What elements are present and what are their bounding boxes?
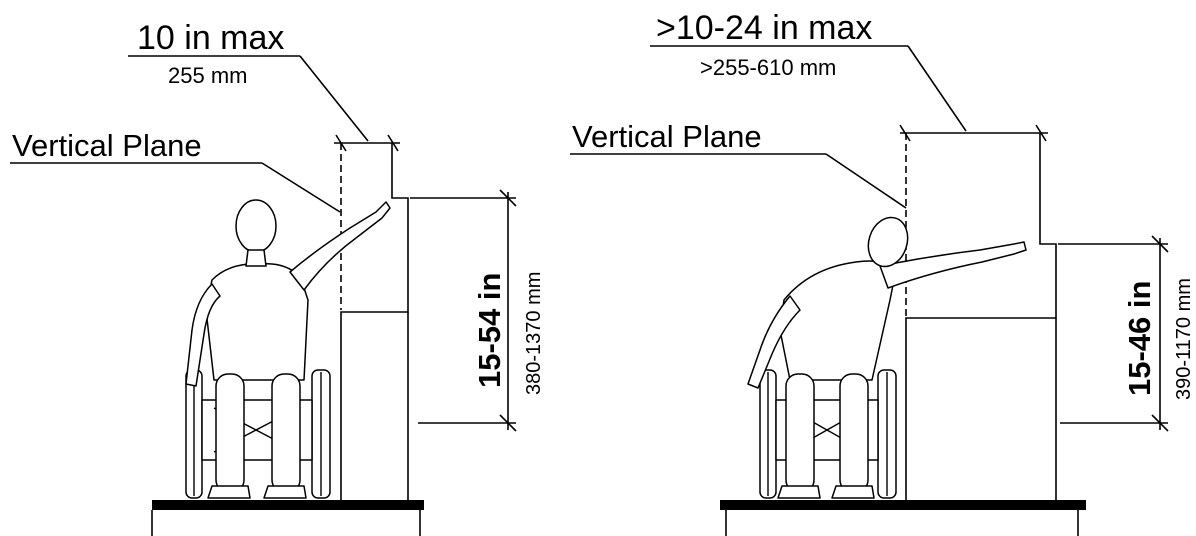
left-reach-max-mm-label: 255 mm <box>168 63 247 88</box>
right-height-range-mm-label: 390-1170 mm <box>1173 278 1195 400</box>
right-floor <box>720 500 1086 510</box>
left-height-range-label: 15-54 in <box>472 273 507 388</box>
left-diagram: 10 in max 255 mm Vertical Plane 15-54 in… <box>10 19 545 536</box>
right-obstruction-outline <box>905 133 1057 500</box>
right-vertical-plane-label: Vertical Plane <box>572 119 762 154</box>
right-reach-tick-left <box>899 124 911 142</box>
right-leg-near <box>785 373 815 493</box>
left-lowered-arm <box>185 283 221 387</box>
left-height-range-mm-label: 380-1370 mm <box>523 272 545 395</box>
left-leg-far <box>271 373 301 493</box>
right-head <box>867 216 909 268</box>
right-diagram: >10-24 in max >255-610 mm Vertical Plane… <box>570 9 1195 536</box>
right-wheelchair-user-figure <box>747 216 1027 499</box>
right-reach-leader-line <box>907 45 967 132</box>
left-reach-tick-right <box>387 134 399 152</box>
right-torso <box>779 260 897 381</box>
left-floor <box>152 500 424 510</box>
left-wheelchair-user-figure <box>185 199 391 499</box>
right-reach-max-label: >10-24 in max <box>656 9 872 47</box>
right-plane-leader-line <box>825 153 907 209</box>
left-neck <box>245 249 267 267</box>
right-lowered-arm <box>747 295 801 389</box>
right-height-tick-bottom <box>1151 414 1169 432</box>
right-reaching-arm <box>879 241 1027 289</box>
right-height-range-label: 15-46 in <box>1122 281 1157 396</box>
left-head <box>235 199 277 253</box>
right-height-tick-top <box>1151 235 1169 253</box>
left-torso <box>205 263 309 381</box>
left-reach-leader-line <box>299 55 369 142</box>
right-leg-far <box>839 373 869 493</box>
left-reaching-arm <box>289 201 391 291</box>
left-height-tick-top <box>499 189 517 207</box>
left-plane-leader-line <box>261 162 341 213</box>
left-vertical-plane-label: Vertical Plane <box>12 128 202 163</box>
right-reach-tick-right <box>1035 124 1047 142</box>
right-reach-max-mm-label: >255-610 mm <box>700 55 836 80</box>
left-obstruction-outline <box>340 143 409 500</box>
left-reach-max-label: 10 in max <box>137 19 284 57</box>
left-leg-near <box>215 373 245 493</box>
left-height-tick-bottom <box>499 414 517 432</box>
